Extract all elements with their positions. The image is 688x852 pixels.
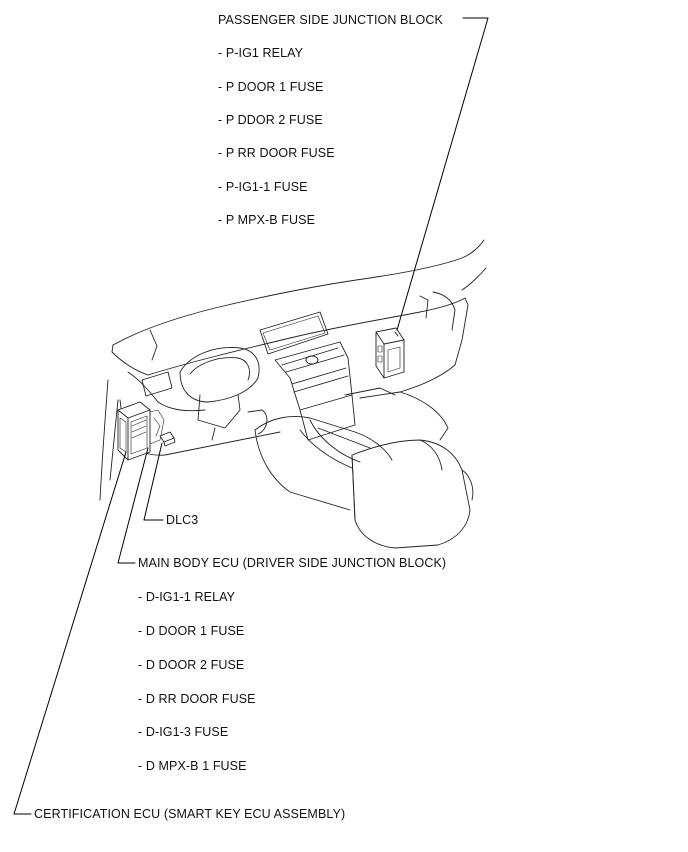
instrument-panel-drawing: [99, 239, 487, 549]
main-body-item-2: - D DOOR 1 FUSE: [138, 624, 245, 638]
certification-leader-line: [13, 451, 127, 815]
passenger-item-6: - P MPX-B FUSE: [218, 213, 316, 227]
main-body-item-6: - D MPX-B 1 FUSE: [138, 759, 247, 773]
main-body-item-3: - D DOOR 2 FUSE: [138, 658, 245, 672]
passenger-leader-line: [396, 17, 489, 331]
passenger-item-3: - P DDOR 2 FUSE: [218, 113, 323, 127]
dlc3-label: DLC3: [166, 513, 199, 527]
passenger-item-1: - P-IG1 RELAY: [218, 46, 304, 60]
main-body-leader-line: [117, 447, 149, 564]
main-body-item-5: - D-IG1-3 FUSE: [138, 725, 229, 739]
passenger-junction-block-title: PASSENGER SIDE JUNCTION BLOCK: [218, 13, 443, 27]
passenger-item-4: - P RR DOOR FUSE: [218, 146, 335, 160]
dlc3-leader-line: [143, 442, 164, 521]
dlc3-connector-icon: [159, 431, 176, 447]
main-body-item-4: - D RR DOOR FUSE: [138, 692, 256, 706]
main-body-ecu-title: MAIN BODY ECU (DRIVER SIDE JUNCTION BLOC…: [138, 556, 447, 570]
certification-ecu-label: CERTIFICATION ECU (SMART KEY ECU ASSEMBL…: [34, 807, 346, 821]
passenger-junction-block-icon: [375, 327, 405, 379]
main-body-ecu-icon: [117, 401, 165, 461]
main-body-item-1: - D-IG1-1 RELAY: [138, 590, 236, 604]
passenger-item-2: - P DOOR 1 FUSE: [218, 80, 324, 94]
passenger-item-5: - P-IG1-1 FUSE: [218, 180, 308, 194]
